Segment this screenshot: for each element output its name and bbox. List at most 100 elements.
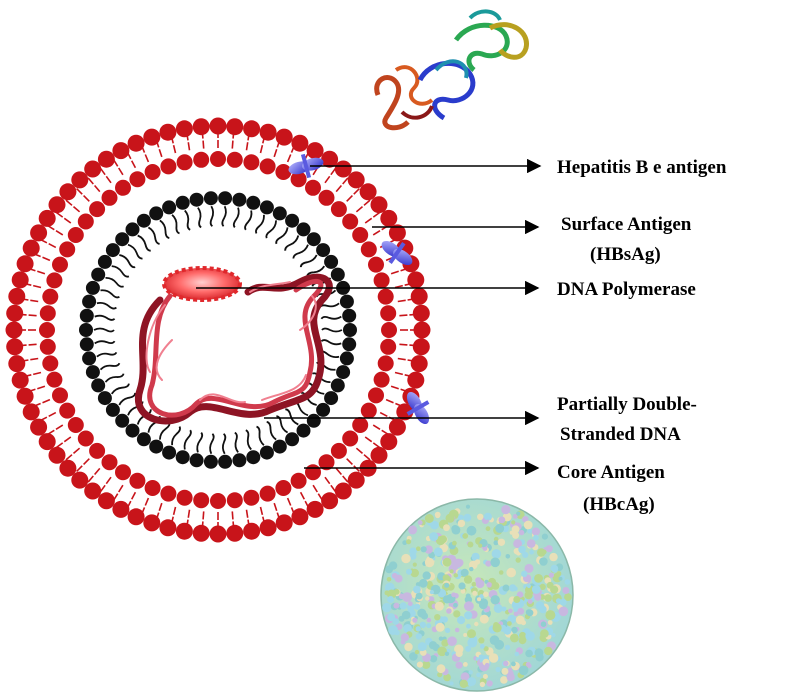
capsid-subunit — [490, 595, 500, 605]
lipid-head-outer — [59, 183, 77, 201]
lipid-tail — [28, 314, 37, 317]
capsid-subunit — [415, 626, 421, 632]
capsid-subunit — [453, 558, 463, 568]
capsid-subunit — [402, 592, 412, 602]
lipid-head-outer — [275, 514, 293, 532]
capsid-subunit — [459, 679, 468, 688]
label-surface-antigen: Surface Antigen — [561, 214, 692, 235]
lipid-head-outer — [259, 519, 277, 537]
capsid-subunit — [544, 594, 552, 602]
capsid-subunit — [407, 601, 413, 607]
lipid-tail — [312, 484, 318, 493]
capsid-subunit — [564, 579, 571, 585]
core-protein-tail — [265, 220, 277, 239]
lipid-head-outer — [396, 403, 414, 421]
capsid-subunit — [434, 614, 441, 621]
capsid-subunit — [516, 591, 524, 598]
lipid-head-inner — [39, 305, 56, 322]
capsid-subunit — [503, 660, 509, 667]
lipid-tail — [202, 140, 205, 149]
lipid-head-inner — [330, 442, 347, 459]
capsid-subunit — [467, 541, 474, 548]
lipid-head-outer — [127, 508, 145, 526]
lipid-tail — [324, 476, 331, 485]
capsid-subunit — [463, 513, 472, 522]
lipid-head-inner — [129, 171, 146, 188]
capsid-subunit — [547, 620, 553, 625]
lipid-head-inner — [290, 472, 307, 489]
capsid-subunit — [525, 649, 533, 658]
core-protein-tail — [196, 432, 204, 453]
lipid-tail — [55, 424, 64, 430]
capsid-subunit — [476, 672, 481, 678]
capsid-subunit — [529, 549, 534, 555]
lipid-head-outer — [22, 239, 40, 257]
capsid-subunit — [540, 621, 547, 627]
core-protein-tail — [292, 244, 309, 259]
capsid-subunit — [517, 607, 525, 615]
capsid-subunit — [387, 613, 396, 622]
lipid-head-outer — [380, 433, 398, 451]
core-protein-tail — [183, 429, 192, 450]
core-protein-tail — [234, 431, 239, 453]
lipid-tail — [397, 357, 406, 361]
lipid-tail — [202, 511, 205, 520]
lipid-head-outer — [243, 120, 261, 138]
capsid-subunit — [449, 569, 454, 574]
lipid-head-inner — [89, 442, 106, 459]
core-protein-tail — [266, 421, 277, 441]
core-protein-bead — [85, 280, 100, 295]
capsid-subunit — [493, 536, 499, 542]
capsid-subunit — [388, 561, 398, 570]
lipid-tail — [37, 385, 46, 390]
lipid-head-inner — [373, 371, 390, 388]
capsid-subunit — [518, 545, 526, 554]
capsid-subunit — [452, 540, 457, 546]
core-protein-tail — [320, 315, 342, 320]
capsid-subunit — [479, 614, 489, 624]
core-protein-tail — [255, 214, 265, 234]
lipid-head-inner — [342, 430, 359, 447]
core-protein-tail — [94, 314, 116, 321]
capsid-subunit — [401, 553, 411, 564]
core-protein-bead — [149, 439, 164, 454]
capsid-subunit — [537, 653, 544, 660]
capsid-subunit — [498, 516, 506, 524]
core-protein-bead — [105, 243, 120, 258]
lipid-tail — [87, 475, 94, 483]
lipid-head-inner — [42, 355, 59, 372]
capsid-subunit — [428, 641, 438, 650]
capsid-subunit — [417, 642, 427, 652]
capsid-subunit — [426, 617, 432, 623]
capsid-subunit — [491, 582, 500, 590]
capsid-subunit — [483, 514, 490, 520]
capsid-subunit — [443, 673, 451, 682]
capsid-subunit — [512, 531, 520, 539]
capsid-subunit — [424, 557, 435, 568]
core-protein-tail — [96, 301, 117, 310]
lipid-head-outer — [226, 524, 244, 542]
capsid-subunit — [453, 572, 459, 578]
lipid-head-outer — [22, 403, 40, 421]
capsid-subunit — [493, 540, 499, 546]
capsid-subunit — [441, 639, 449, 647]
lipid-head-inner — [115, 464, 131, 481]
lipid-tail — [273, 502, 278, 511]
lipid-head-inner — [101, 454, 118, 471]
capsid-subunit — [467, 637, 478, 648]
core-protein-tail — [111, 265, 130, 278]
lipid-head-outer — [112, 500, 130, 518]
label-dna-line1: Partially Double- — [557, 394, 697, 415]
capsid-subunit — [488, 653, 499, 663]
lipid-head-outer — [6, 304, 24, 322]
lipid-head-inner — [373, 272, 390, 289]
capsid-subunit — [463, 633, 468, 637]
lipid-tail — [65, 199, 73, 206]
capsid-subunit — [414, 649, 420, 655]
core-protein-tail — [232, 207, 240, 228]
core-protein-tail — [320, 339, 342, 346]
lipid-head-outer — [209, 525, 227, 543]
lipid-tail — [245, 509, 249, 518]
capsid-subunit — [443, 524, 450, 532]
capsid-subunit — [527, 599, 533, 604]
